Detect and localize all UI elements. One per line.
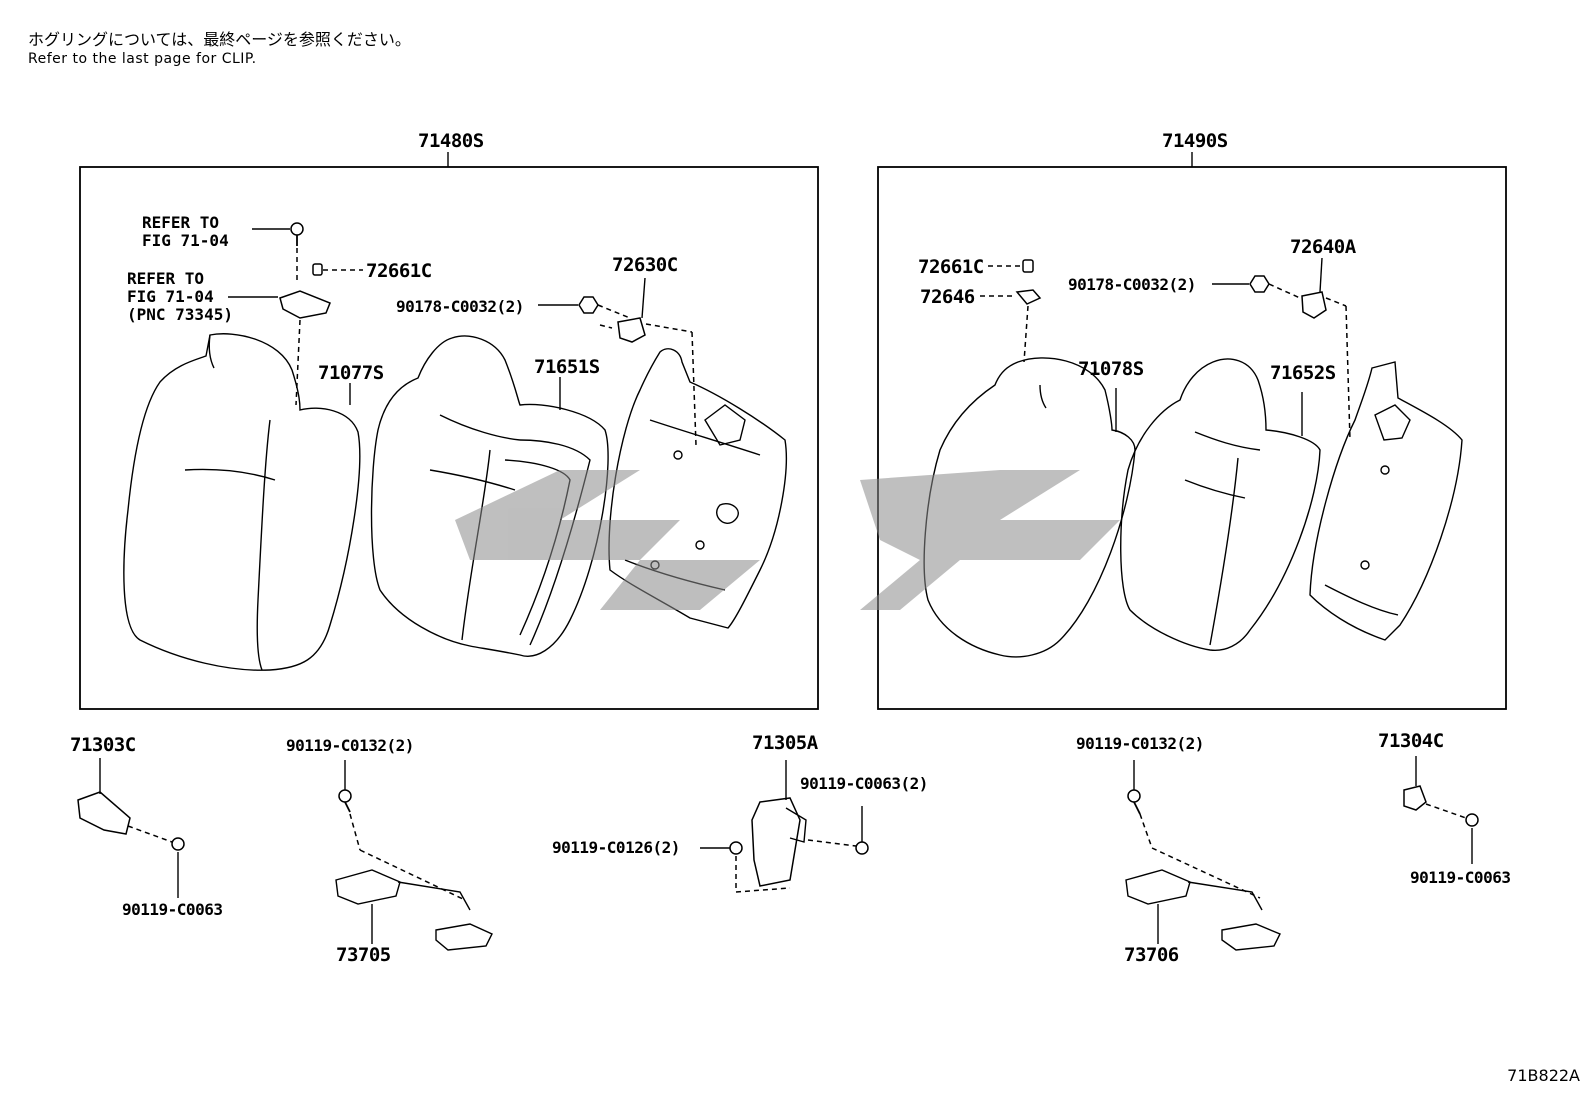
hinge-71303c: [77, 791, 131, 835]
nut-90178-right: [1249, 275, 1270, 293]
part-label-71303c: 71303C: [70, 734, 136, 756]
hinge-71304c: [1403, 785, 1427, 811]
part-label-90119-c0063-left: 90119-C0063: [122, 900, 223, 919]
bolt-90119-c0063-right: [1465, 813, 1479, 827]
part-label-73705: 73705: [336, 944, 391, 966]
bolt-90119-c0132-right: [1127, 789, 1141, 803]
bolt-90119-c0063-2: [855, 841, 869, 855]
group-frame-right: [877, 166, 1507, 710]
part-label-71652s: 71652S: [1270, 362, 1336, 384]
part-label-90119-c0063-2: 90119-C0063(2): [800, 774, 928, 793]
bolt-90119-c0126: [729, 841, 743, 855]
group-label-71480s: 71480S: [418, 130, 484, 152]
nut-90178-left: [578, 296, 599, 314]
seatback-cover-71078s: [923, 357, 1136, 658]
part-label-90119-c0126: 90119-C0126(2): [552, 838, 680, 857]
part-label-71305a: 71305A: [752, 732, 818, 754]
bracket-71305a: [751, 797, 801, 887]
bracket-72630c: [617, 317, 646, 343]
latch-73706: [1125, 869, 1281, 951]
hog-ring-note-english: Refer to the last page for CLIP.: [28, 51, 257, 67]
bracket-72640a: [1301, 291, 1327, 319]
part-label-72646: 72646: [920, 286, 975, 308]
part-label-72661c-right: 72661C: [918, 256, 984, 278]
refer-note-lower: REFER TO FIG 71-04 (PNC 73345): [127, 269, 233, 324]
group-frame-left: [79, 166, 819, 710]
latch-73705: [335, 869, 493, 951]
figure-code: 71B822A: [1507, 1066, 1580, 1085]
refer-note-upper: REFER TO FIG 71-04: [142, 213, 229, 250]
part-label-71077s: 71077S: [318, 362, 384, 384]
part-label-90119-c0063-right: 90119-C0063: [1410, 868, 1511, 887]
cap-72661c-left: [312, 263, 323, 276]
part-label-90119-c0132-left: 90119-C0132(2): [286, 736, 414, 755]
part-label-90178-right: 90178-C0032(2): [1068, 275, 1196, 294]
part-label-71651s: 71651S: [534, 356, 600, 378]
cap-72661c-right: [1022, 259, 1034, 273]
seatback-frame-72640a: [1309, 361, 1463, 641]
clip-72646: [1015, 289, 1042, 305]
bolt-refer-upper: [290, 222, 304, 236]
group-label-71490s: 71490S: [1162, 130, 1228, 152]
bolt-90119-c0132-left: [338, 789, 352, 803]
trim-cover-piece: [279, 290, 331, 319]
part-label-90178-left: 90178-C0032(2): [396, 297, 524, 316]
seatback-pad-71651s: [370, 335, 609, 657]
part-label-72661c-left: 72661C: [366, 260, 432, 282]
part-label-71078s: 71078S: [1078, 358, 1144, 380]
bolt-90119-c0063-left: [171, 837, 185, 851]
part-label-73706: 73706: [1124, 944, 1179, 966]
part-label-90119-c0132-right: 90119-C0132(2): [1076, 734, 1204, 753]
part-label-71304c: 71304C: [1378, 730, 1444, 752]
brand-watermark-icon: [455, 470, 1120, 610]
hog-ring-note-japanese: ホグリングについては、最終ページを参照ください。: [28, 30, 411, 49]
seatback-pad-71652s: [1120, 358, 1321, 652]
part-label-72640a: 72640A: [1290, 236, 1356, 258]
seatback-cover-71077s: [123, 333, 361, 671]
part-label-72630c: 72630C: [612, 254, 678, 276]
seatback-frame-72630c: [608, 348, 787, 629]
